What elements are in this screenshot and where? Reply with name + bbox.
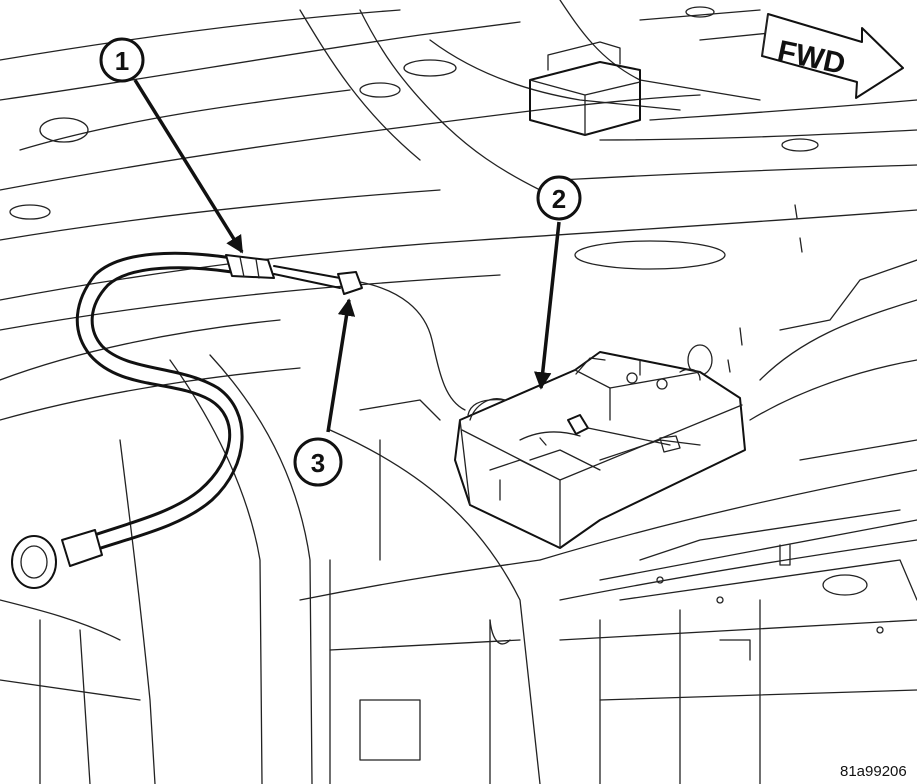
leader-3: [326, 298, 356, 433]
callout-3-label: 3: [311, 448, 325, 478]
callout-3: 3: [293, 437, 343, 487]
callout-2-label: 2: [552, 184, 566, 214]
coax-cable-assembly: [11, 251, 363, 589]
callout-1: 1: [99, 37, 145, 83]
callout-2: 2: [536, 175, 582, 221]
figure-id: 81a99206: [840, 763, 907, 780]
callout-leaders: [133, 79, 561, 433]
leader-2: [533, 221, 561, 390]
control-module: [454, 351, 746, 549]
forward-arrow-icon: FWD: [761, 13, 904, 99]
antenna-wire: [359, 281, 506, 416]
leader-1: [133, 79, 244, 254]
callout-1-label: 1: [115, 46, 129, 76]
